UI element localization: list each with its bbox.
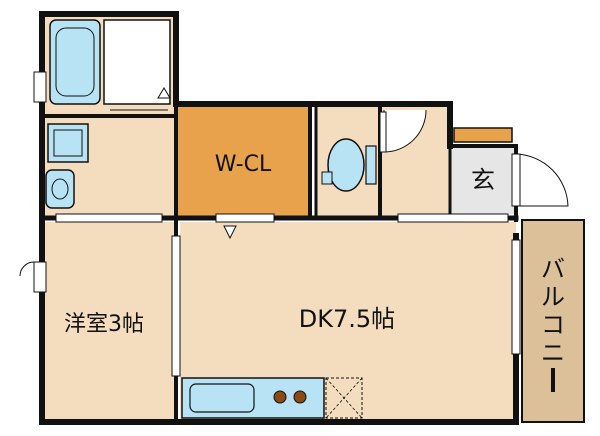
bedroom-window-swing [19, 261, 35, 277]
bathtub-inner [55, 27, 95, 97]
closet-door-mark [223, 225, 237, 240]
bedroom-floor [42, 222, 176, 422]
balcony-label-char: コ [541, 311, 565, 339]
balcony-label: バ ル コ ニ [541, 255, 565, 392]
wash-basin-bowl [51, 178, 69, 200]
entry-door-swing [515, 153, 569, 207]
bedroom-window [33, 261, 47, 293]
toilet-door-swing [383, 109, 427, 153]
stove-burner-right [293, 390, 307, 404]
fridge-space-cross-2 [325, 377, 363, 419]
toilet-tank [365, 145, 377, 185]
entry-door-leaf [511, 153, 521, 207]
washroom-sliding-door [55, 213, 163, 223]
toilet-door-leaf [379, 111, 387, 153]
wcl-label: W-CL [215, 152, 272, 177]
bedroom-label: 洋室3帖 [64, 312, 144, 337]
toilet-bowl [327, 138, 365, 192]
walk-in-closet-floor [176, 104, 310, 218]
hall-door [397, 213, 509, 223]
closet-door [215, 213, 275, 223]
washing-machine-inner [53, 129, 83, 157]
dk-label: DK7.5帖 [299, 305, 395, 333]
bath-door-mark [157, 87, 171, 99]
stove-burner-left [273, 390, 287, 404]
balcony-label-long-mark [551, 368, 555, 392]
balcony-label-char: バ [541, 255, 565, 283]
entrance-label: 玄 [471, 166, 495, 194]
kitchen-sink [189, 383, 255, 413]
balcony-label-char: ル [541, 283, 565, 311]
toilet-paper [321, 171, 333, 185]
balcony-label-char: ニ [541, 339, 565, 367]
entrance-floor [450, 146, 516, 214]
bedroom-door [171, 235, 181, 377]
shoe-box [453, 127, 513, 143]
shower-area [103, 19, 171, 105]
bathroom-window [33, 71, 47, 103]
balcony-window [511, 239, 521, 355]
